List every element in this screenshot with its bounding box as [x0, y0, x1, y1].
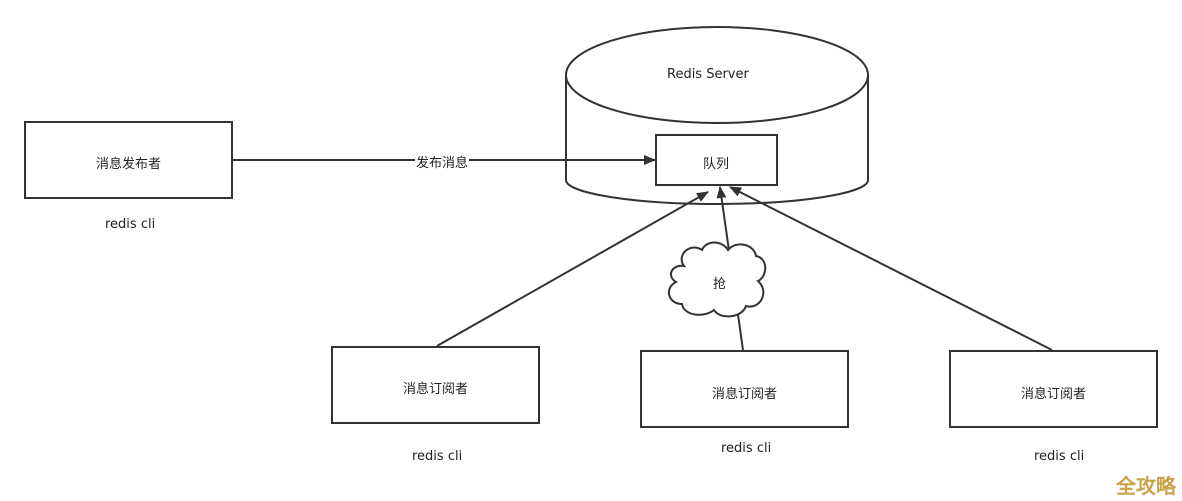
subscriber-cli-label-1: redis cli: [412, 449, 463, 464]
queue-box: [655, 134, 778, 186]
publisher-label: 消息发布者: [96, 157, 162, 172]
publish-edge-label: 发布消息: [415, 152, 470, 171]
subscriber-cli-label-3: redis cli: [1034, 449, 1085, 464]
redis-server-label: Redis Server: [667, 67, 749, 82]
subscriber-box-1: [331, 346, 540, 424]
subscriber-label-1: 消息订阅者: [403, 382, 469, 397]
subscriber-label-3: 消息订阅者: [1021, 387, 1087, 402]
subscriber-box-3: [949, 350, 1158, 428]
queue-label: 队列: [703, 157, 730, 172]
subscriber-label-2: 消息订阅者: [712, 387, 778, 402]
subscriber-cli-label-2: redis cli: [721, 441, 772, 456]
subscriber-box-2: [640, 350, 849, 428]
contention-label: 抢: [713, 277, 727, 292]
subscribe-arrow-1: [436, 191, 709, 347]
subscribe-arrow-3: [729, 186, 1053, 351]
contention-cloud: [667, 241, 767, 318]
watermark-logo: 全攻略: [1116, 474, 1176, 498]
publisher-cli-label: redis cli: [105, 217, 156, 232]
